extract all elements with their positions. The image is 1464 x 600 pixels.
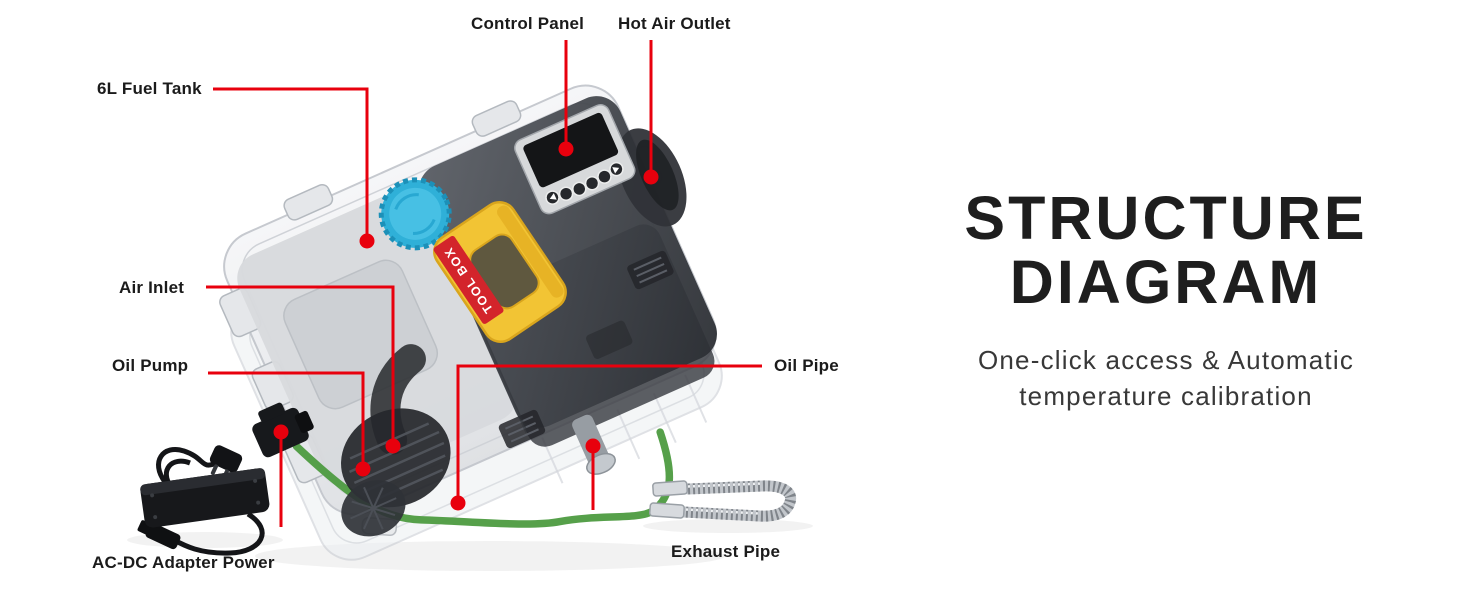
page-title-line1: STRUCTURE <box>964 184 1368 252</box>
exhaust-pipe-tip <box>649 480 688 519</box>
callout-label-exhaust-pipe: Exhaust Pipe <box>671 542 781 561</box>
callout-label-hot-air-outlet: Hot Air Outlet <box>618 14 731 33</box>
callout-dot-ac-dc <box>273 424 289 440</box>
callout-dots <box>273 141 659 511</box>
control-panel-buttons <box>545 161 624 205</box>
page-title-line2: DIAGRAM <box>1009 248 1323 316</box>
page-subtitle-line1: One-click access & Automatic <box>977 345 1355 375</box>
callout-line-oil-pump <box>208 371 365 469</box>
combustion-fan <box>341 408 451 537</box>
adapter-brick <box>140 468 270 528</box>
callout-label-fuel-tank: 6L Fuel Tank <box>97 79 202 98</box>
page-subtitle: One-click access & Automatic temperature… <box>928 342 1404 414</box>
callout-line-air-inlet <box>206 285 395 446</box>
callout-label-air-inlet: Air Inlet <box>119 278 185 297</box>
page-subtitle-line2: temperature calibration <box>1019 381 1313 411</box>
heading-block: STRUCTURE DIAGRAM One-click access & Aut… <box>928 186 1404 414</box>
ac-adapter <box>137 445 270 556</box>
callout-dot-exhaust <box>585 438 601 454</box>
callout-lines <box>206 40 762 527</box>
exhaust-pipe-part <box>649 480 797 522</box>
fuel-cap <box>378 177 452 251</box>
callout-line-oil-pipe <box>456 364 762 503</box>
callout-label-ac-dc-adapter: AC-DC Adapter Power <box>92 553 275 572</box>
callout-label-control-panel: Control Panel <box>471 14 585 33</box>
callout-dot-air-inlet <box>385 438 401 454</box>
page-title: STRUCTURE DIAGRAM <box>928 186 1404 314</box>
callout-dot-hot-air-outlet <box>643 169 659 185</box>
callout-dot-control-panel <box>558 141 574 157</box>
callout-line-fuel-tank <box>213 87 369 241</box>
toolbox-sticker <box>433 235 504 324</box>
callout-label-oil-pipe: Oil Pipe <box>774 356 839 375</box>
callout-dot-oil-pipe <box>450 495 466 511</box>
callout-dot-oil-pump <box>355 461 371 477</box>
callout-dot-fuel-tank <box>359 233 375 249</box>
heater-case <box>219 84 723 561</box>
callout-label-oil-pump: Oil Pump <box>112 356 189 375</box>
